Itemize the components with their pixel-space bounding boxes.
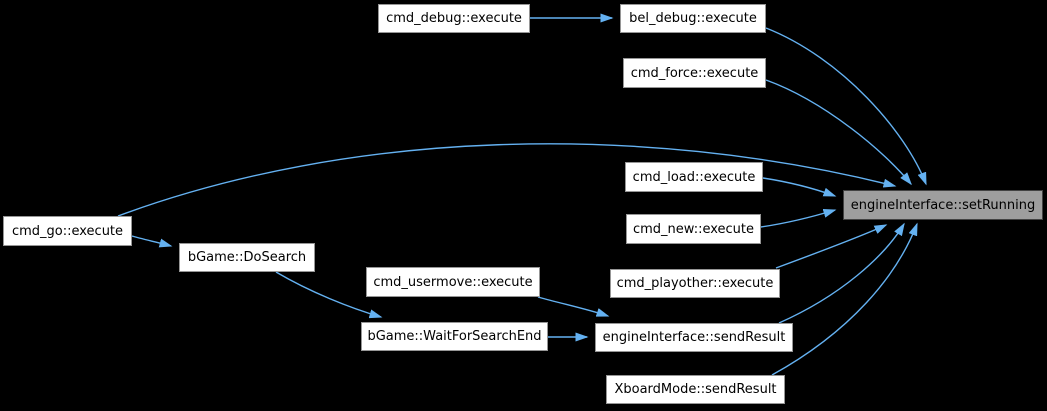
edge-cmd-playother-execute-to-engineinterface-setrunning xyxy=(775,224,888,269)
edge-xboardmode-sendresult-to-engineinterface-setrunning xyxy=(771,222,918,376)
edge-bgame-dosearch-to-bgame-waitforsearchend xyxy=(275,271,383,319)
edge-cmd-go-execute-to-bgame-dosearch xyxy=(131,235,173,248)
node-bel-debug-execute[interactable]: bel_debug::execute xyxy=(620,4,766,33)
node-xboardmode-sendresult[interactable]: XboardMode::sendResult xyxy=(606,375,785,404)
node-cmd-playother-execute[interactable]: cmd_playother::execute xyxy=(610,269,780,298)
node-cmd-go-execute[interactable]: cmd_go::execute xyxy=(3,216,132,246)
node-bgame-dosearch[interactable]: bGame::DoSearch xyxy=(179,243,315,272)
edge-cmd-force-execute-to-engineinterface-setrunning xyxy=(765,79,912,186)
edge-cmd-usermove-execute-to-engineinterface-sendresult xyxy=(537,296,610,317)
node-cmd-new-execute[interactable]: cmd_new::execute xyxy=(626,214,761,244)
edge-engineinterface-sendresult-to-engineinterface-setrunning xyxy=(778,222,905,324)
edge-cmd-go-execute-to-engineinterface-setrunning xyxy=(117,143,897,217)
edge-cmd-new-execute-to-engineinterface-setrunning xyxy=(760,209,837,228)
node-cmd-force-execute[interactable]: cmd_force::execute xyxy=(623,58,766,88)
node-engineinterface-setrunning[interactable]: engineInterface::setRunning xyxy=(843,190,1043,220)
node-cmd-debug-execute[interactable]: cmd_debug::execute xyxy=(378,4,530,33)
node-cmd-load-execute[interactable]: cmd_load::execute xyxy=(625,162,763,192)
node-bgame-waitforsearchend[interactable]: bGame::WaitForSearchEnd xyxy=(361,322,548,351)
node-engineinterface-sendresult[interactable]: engineInterface::sendResult xyxy=(595,323,793,352)
node-cmd-usermove-execute[interactable]: cmd_usermove::execute xyxy=(366,267,540,297)
edge-bel-debug-execute-to-engineinterface-setrunning xyxy=(765,27,927,186)
edge-cmd-load-execute-to-engineinterface-setrunning xyxy=(762,177,837,197)
